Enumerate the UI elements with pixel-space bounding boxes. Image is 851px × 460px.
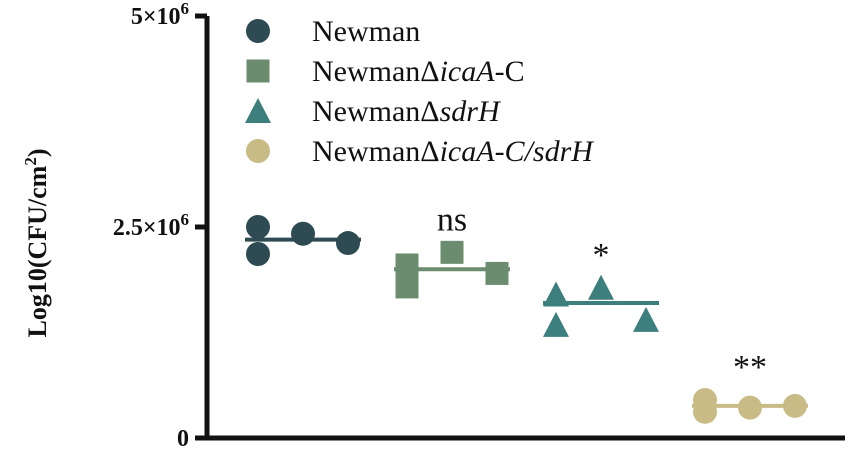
legend-marker	[246, 19, 270, 43]
y-axis-title-close: )	[23, 148, 52, 157]
data-point	[783, 393, 807, 418]
series-group	[245, 215, 361, 267]
data-point	[291, 221, 315, 246]
legend-label-part: NewmanΔ	[312, 135, 440, 168]
data-point	[543, 281, 569, 307]
legend-label-part: NewmanΔ	[312, 95, 440, 128]
data-point	[588, 274, 614, 300]
significance-annotation: *	[593, 237, 610, 274]
legend-label: Newman	[312, 15, 420, 48]
y-tick-exponent: 6	[181, 210, 190, 229]
series-group: *	[543, 237, 659, 337]
data-point	[543, 311, 569, 337]
data-point	[395, 253, 419, 277]
data-point	[246, 215, 270, 239]
legend-label: NewmanΔsdrH	[312, 95, 502, 128]
legend-label-part: -C	[495, 55, 525, 88]
legend-label: NewmanΔicaA-C/sdrH	[312, 135, 595, 168]
data-point	[395, 275, 419, 299]
data-point	[336, 231, 360, 256]
legend: NewmanNewmanΔicaA-CNewmanΔsdrHNewmanΔica…	[245, 15, 595, 168]
legend-label-part: NewmanΔ	[312, 55, 440, 88]
data-point	[246, 242, 270, 267]
y-tick-label: 0	[177, 426, 189, 452]
y-tick-mantissa: 0	[177, 426, 189, 452]
legend-label-part: icaA-C/sdrH	[440, 135, 596, 168]
y-axis-title: Log10(CFU/cm2)	[21, 148, 52, 337]
data-point	[485, 261, 509, 285]
data-point	[440, 240, 464, 264]
y-tick-label: 5×106	[131, 0, 189, 30]
data-point	[693, 388, 717, 413]
y-tick-mantissa: 2.5×10	[113, 215, 181, 241]
legend-label-part: icaA	[440, 55, 496, 88]
legend-marker	[246, 59, 270, 83]
y-tick-label: 2.5×106	[113, 210, 189, 241]
data-point	[633, 306, 659, 332]
significance-annotation: ns	[437, 201, 467, 238]
legend-label-part: sdrH	[440, 95, 502, 128]
legend-marker	[245, 98, 271, 123]
series-group: ns	[394, 201, 510, 299]
y-tick-exponent: 6	[181, 0, 190, 18]
y-axis-title-main: Log10(CFU/cm	[23, 165, 52, 337]
y-tick-mantissa: 5×10	[131, 4, 181, 30]
series-group: **	[692, 349, 808, 424]
y-axis-title-sup: 2	[21, 157, 40, 166]
data-point	[738, 395, 762, 420]
significance-annotation: **	[733, 349, 767, 386]
data-marks: ns***	[245, 201, 808, 424]
legend-marker	[246, 139, 270, 163]
legend-label: NewmanΔicaA-C	[312, 55, 525, 88]
legend-label-part: Newman	[312, 15, 420, 48]
